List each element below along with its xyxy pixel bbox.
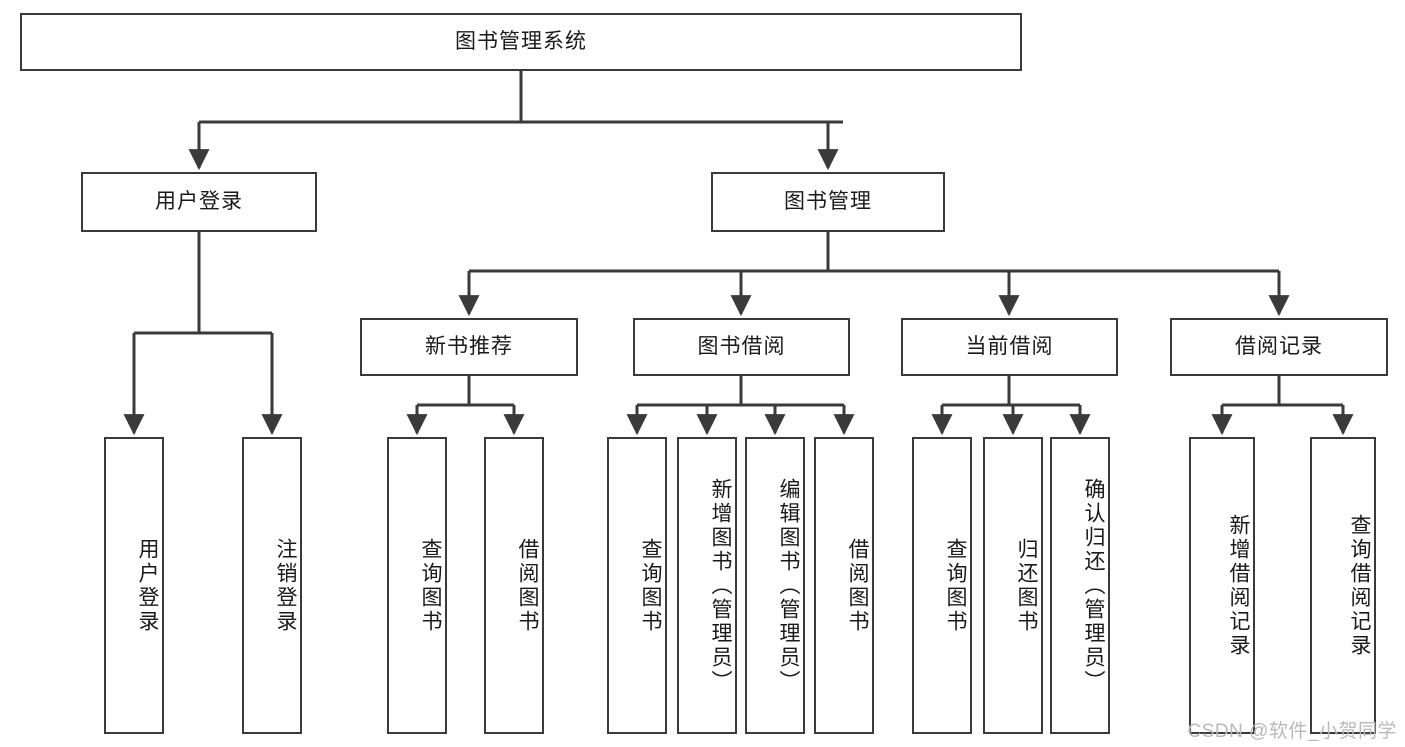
leaf-query-book-borrow[interactable]: 查询图书 <box>607 437 667 734</box>
leaf-query-book-rec[interactable]: 查询图书 <box>387 437 447 734</box>
node-book-management[interactable]: 图书管理 <box>711 172 945 232</box>
leaf-borrow-book[interactable]: 借阅图书 <box>814 437 874 734</box>
node-label: 新增图书（管理员） <box>709 477 732 694</box>
node-borrow-record[interactable]: 借阅记录 <box>1170 318 1388 376</box>
node-label: 确认归还（管理员） <box>1082 477 1105 694</box>
leaf-add-borrow-record[interactable]: 新增借阅记录 <box>1189 437 1255 734</box>
leaf-add-book-admin[interactable]: 新增图书（管理员） <box>677 437 737 734</box>
node-label: 查询图书 <box>419 537 442 634</box>
node-new-book-recommend[interactable]: 新书推荐 <box>360 318 578 376</box>
leaf-return-book[interactable]: 归还图书 <box>983 437 1043 734</box>
node-user-login[interactable]: 用户登录 <box>81 172 317 232</box>
node-label: 新增借阅记录 <box>1227 513 1250 658</box>
node-label: 当前借阅 <box>965 335 1054 359</box>
leaf-confirm-return-admin[interactable]: 确认归还（管理员） <box>1050 437 1110 734</box>
node-label: 查询借阅记录 <box>1348 513 1371 658</box>
leaf-query-borrow-record[interactable]: 查询借阅记录 <box>1310 437 1376 734</box>
node-label: 借阅记录 <box>1235 335 1323 359</box>
node-label: 图书管理系统 <box>455 30 587 54</box>
node-label: 查询图书 <box>944 537 967 634</box>
leaf-edit-book-admin[interactable]: 编辑图书（管理员） <box>745 437 805 734</box>
node-label: 借阅图书 <box>846 537 869 634</box>
node-root[interactable]: 图书管理系统 <box>20 13 1022 71</box>
node-label: 编辑图书（管理员） <box>777 477 800 694</box>
node-label: 借阅图书 <box>516 537 539 634</box>
node-label: 新书推荐 <box>425 335 513 359</box>
leaf-borrow-book-rec[interactable]: 借阅图书 <box>484 437 544 734</box>
node-label: 归还图书 <box>1015 537 1038 634</box>
node-book-borrow[interactable]: 图书借阅 <box>633 318 850 376</box>
node-label: 用户登录 <box>136 537 159 634</box>
node-label: 图书管理 <box>784 190 872 214</box>
node-label: 图书借阅 <box>697 335 786 359</box>
node-label: 查询图书 <box>639 537 662 634</box>
leaf-logout[interactable]: 注销登录 <box>242 437 302 734</box>
node-label: 注销登录 <box>274 537 297 634</box>
csdn-watermark: CSDN @软件_小贺同学 <box>1187 721 1397 742</box>
leaf-user-login[interactable]: 用户登录 <box>104 437 164 734</box>
node-current-borrow[interactable]: 当前借阅 <box>901 318 1118 376</box>
leaf-query-book-current[interactable]: 查询图书 <box>912 437 972 734</box>
node-label: 用户登录 <box>155 190 243 214</box>
